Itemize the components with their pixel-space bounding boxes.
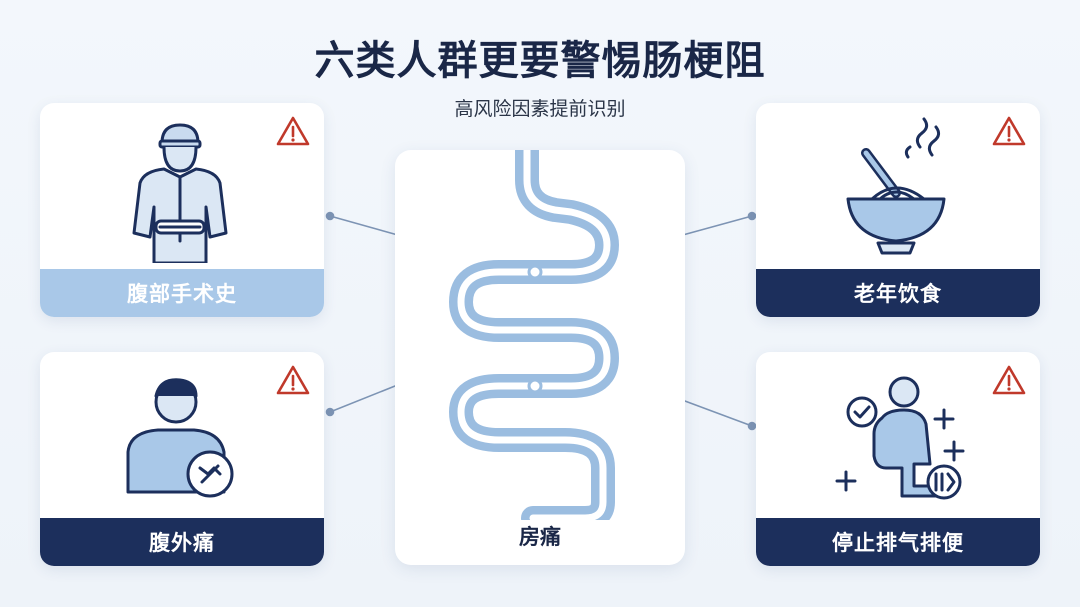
intestine-icon [449,150,619,520]
card-label: 腹部手术史 [40,269,324,317]
warning-icon [992,116,1026,146]
card-extra-abdominal-pain: 腹外痛 [40,352,324,566]
center-label: 房痛 [519,525,561,549]
page-title: 六类人群更要警惕肠梗阻 [314,38,766,84]
card-label: 腹外痛 [40,518,324,566]
warning-icon [992,365,1026,395]
card-no-gas-or-stool: 停止排气排便 [756,352,1040,566]
card-label: 老年饮食 [756,269,1040,317]
card-label: 停止排气排便 [756,518,1040,566]
card-elderly-diet: 老年饮食 [756,103,1040,317]
person-holding-abdomen-icon [132,123,228,263]
person-with-pain-badge-icon [126,378,234,498]
noodle-bowl-icon [846,117,946,255]
seated-person-check-icon [835,376,965,500]
card-intestine: 房痛 [395,150,685,565]
page-subtitle: 高风险因素提前识别 [454,98,626,120]
warning-icon [276,365,310,395]
card-abdominal-surgery: 腹部手术史 [40,103,324,317]
warning-icon [276,116,310,146]
